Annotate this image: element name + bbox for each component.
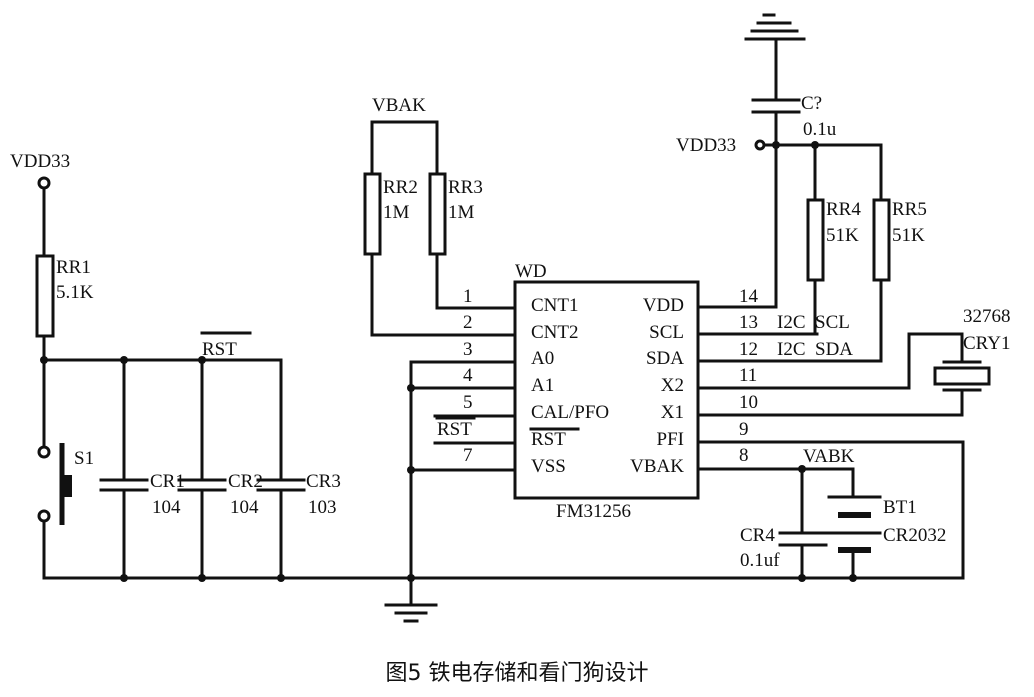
resistor-rr1 xyxy=(35,254,55,338)
resistor-rr3 xyxy=(428,172,447,256)
svg-text:SCL: SCL xyxy=(649,322,684,343)
c-q-value: 0.1u xyxy=(803,119,837,140)
rr2-ref: RR2 xyxy=(383,177,418,198)
rst-pin6-label: RST xyxy=(437,419,472,440)
svg-text:4: 4 xyxy=(463,365,473,386)
vabk-label: VABK xyxy=(803,446,855,467)
svg-text:VDD: VDD xyxy=(643,295,684,316)
left-pin-names: CNT1 CNT2 A0 A1 CAL/PFO RST VSS xyxy=(531,295,609,477)
chip-fm31256 xyxy=(513,280,700,500)
figure-caption: 图5 铁电存储和看门狗设计 xyxy=(386,661,649,686)
cr3-value: 103 xyxy=(308,497,337,518)
svg-text:CNT1: CNT1 xyxy=(531,295,579,316)
capacitor-cr2 xyxy=(177,358,227,580)
vdd33-right-label: VDD33 xyxy=(676,135,736,156)
svg-text:RST: RST xyxy=(531,429,566,450)
chip-ref: WD xyxy=(515,261,547,282)
i2c-scl-label: I2C SCL xyxy=(777,312,850,333)
rr5-value: 51K xyxy=(892,225,925,246)
right-pin-names: VDD SCL SDA X2 X1 PFI VBAK xyxy=(630,295,684,477)
i2c-sda-label: I2C SDA xyxy=(777,339,853,360)
vbak-label: VBAK xyxy=(372,95,426,116)
resistor-rr2 xyxy=(363,172,382,256)
svg-text:A0: A0 xyxy=(531,348,554,369)
rr3-value: 1M xyxy=(448,202,475,223)
left-pin-numbers: 1 2 3 4 5 7 xyxy=(463,286,473,466)
svg-text:2: 2 xyxy=(463,312,473,333)
cr4-ref: CR4 xyxy=(740,525,775,546)
rst-net-label: RST xyxy=(202,339,237,360)
cry1-value: 32768 xyxy=(963,306,1011,327)
svg-text:VSS: VSS xyxy=(531,456,566,477)
svg-text:PFI: PFI xyxy=(657,429,684,450)
cr3-ref: CR3 xyxy=(306,471,341,492)
cr1-value: 104 xyxy=(152,497,181,518)
vdd33-left-terminal: VDD33 xyxy=(10,151,70,190)
crystal-cry1 xyxy=(933,332,991,417)
svg-text:SDA: SDA xyxy=(646,348,684,369)
battery-bt1 xyxy=(827,467,882,580)
right-pin-numbers: 14 13 12 11 10 9 8 xyxy=(739,286,759,466)
cr2-value: 104 xyxy=(230,497,259,518)
rr2-value: 1M xyxy=(383,202,410,223)
cr2-ref: CR2 xyxy=(228,471,263,492)
capacitor-cr3 xyxy=(256,358,306,580)
svg-text:3: 3 xyxy=(463,339,473,360)
svg-text:5: 5 xyxy=(463,392,473,413)
svg-text:CNT2: CNT2 xyxy=(531,322,579,343)
svg-text:A1: A1 xyxy=(531,375,554,396)
cr1-ref: CR1 xyxy=(150,471,185,492)
rr3-ref: RR3 xyxy=(448,177,483,198)
rr1-value: 5.1K xyxy=(56,282,94,303)
ground-icon-top xyxy=(744,13,806,41)
svg-text:1: 1 xyxy=(463,286,473,307)
s1-contact-top xyxy=(37,445,51,459)
svg-text:10: 10 xyxy=(739,392,758,413)
vdd33-left-label: VDD33 xyxy=(10,151,70,172)
svg-text:12: 12 xyxy=(739,339,758,360)
resistor-rr4 xyxy=(806,198,825,282)
c-q-ref: C? xyxy=(801,93,822,114)
svg-text:8: 8 xyxy=(739,445,749,466)
svg-text:9: 9 xyxy=(739,419,749,440)
cr4-value: 0.1uf xyxy=(740,550,780,571)
cry1-ref: CRY1 xyxy=(963,333,1011,354)
ground-icon xyxy=(384,576,438,623)
rr4-value: 51K xyxy=(826,225,859,246)
svg-text:13: 13 xyxy=(739,312,758,333)
capacitor-cr1 xyxy=(99,358,149,580)
svg-text:X1: X1 xyxy=(661,402,684,423)
capacitor-c-q xyxy=(751,98,801,114)
svg-text:7: 7 xyxy=(463,445,473,466)
bt1-value: CR2032 xyxy=(883,525,946,546)
svg-text:VBAK: VBAK xyxy=(630,456,684,477)
svg-text:X2: X2 xyxy=(661,375,684,396)
chip-part: FM31256 xyxy=(556,501,631,522)
rr4-ref: RR4 xyxy=(826,199,861,220)
resistor-rr5 xyxy=(872,198,891,282)
svg-text:11: 11 xyxy=(739,365,757,386)
capacitor-cr4 xyxy=(778,467,828,580)
bt1-ref: BT1 xyxy=(883,497,917,518)
rr1-ref: RR1 xyxy=(56,257,91,278)
svg-text:14: 14 xyxy=(739,286,759,307)
rr5-ref: RR5 xyxy=(892,199,927,220)
svg-text:CAL/PFO: CAL/PFO xyxy=(531,402,609,423)
s1-ref: S1 xyxy=(74,448,94,469)
